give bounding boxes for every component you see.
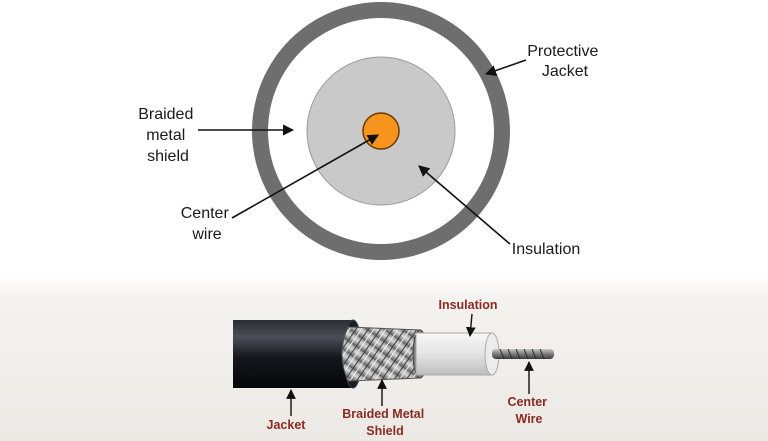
side-center-wire-label: Center Wire xyxy=(507,395,550,426)
braided-metal-shield-label: Braided metal shield xyxy=(138,106,198,165)
insulation-body xyxy=(415,332,497,376)
center-wire-strands xyxy=(499,348,545,360)
protective-jacket-label: Protective Jacket xyxy=(527,43,603,80)
protective-jacket-leader xyxy=(484,59,527,76)
insulation-leader xyxy=(418,165,511,245)
cross-section: Protective Jacket Braided metal shield C… xyxy=(138,2,603,260)
center-wire-core xyxy=(362,112,400,150)
center-wire-label: Center wire xyxy=(181,205,233,243)
cable-side-view: Insulation Jacket Braided Metal Shield C… xyxy=(233,298,554,438)
jacket-body xyxy=(233,320,360,388)
insulation-label: Insulation xyxy=(512,241,581,258)
side-braided-metal-shield-label: Braided Metal Shield xyxy=(342,407,427,438)
side-insulation-label: Insulation xyxy=(438,298,497,312)
side-jacket-label: Jacket xyxy=(267,418,307,432)
side-insulation-leader xyxy=(465,313,476,337)
center-wire-body xyxy=(492,349,554,359)
center-wire-leader xyxy=(231,134,379,219)
